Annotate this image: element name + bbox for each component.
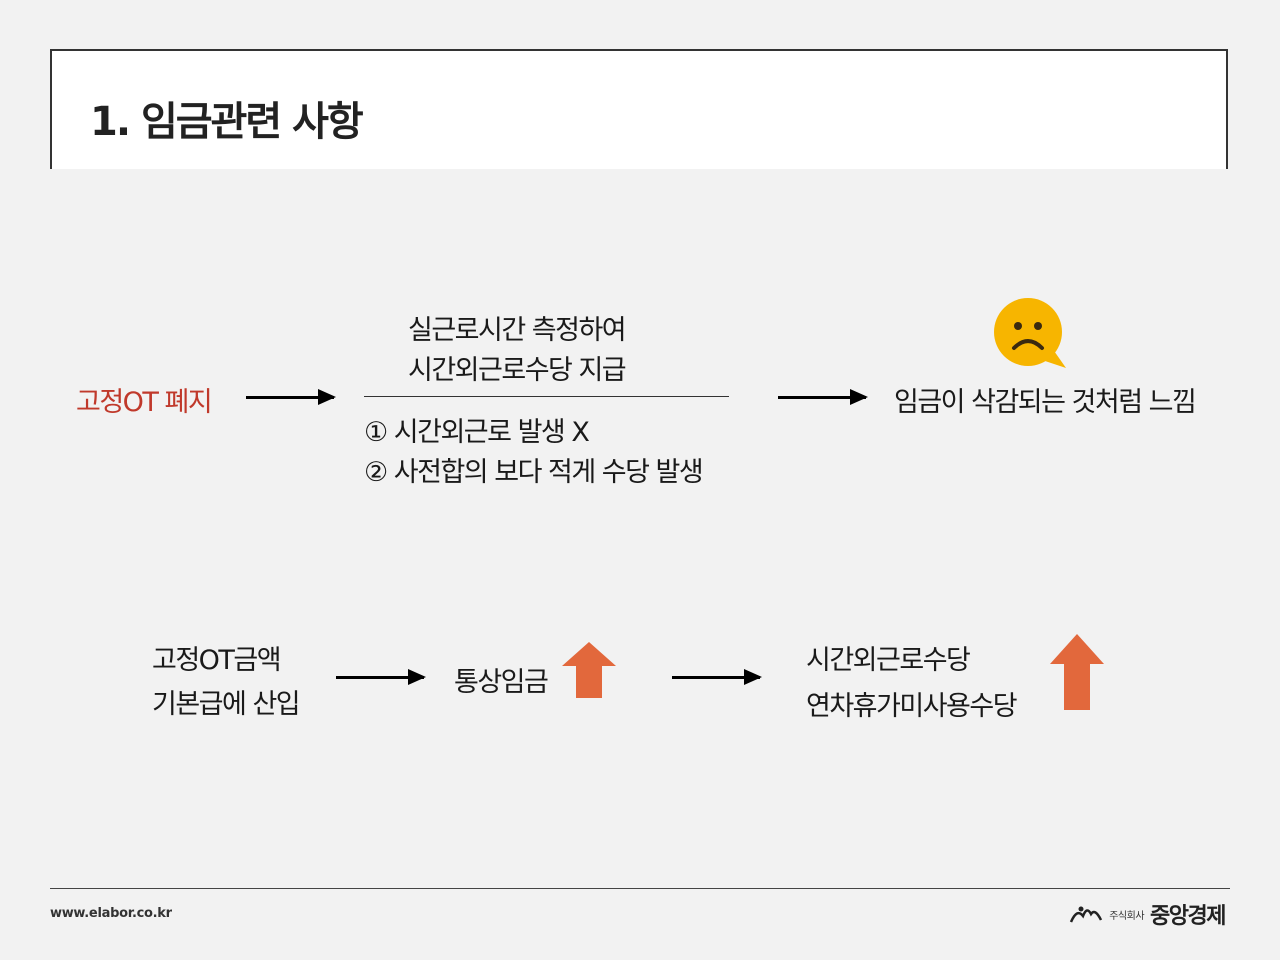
fixed-ot-amount-line-2: 기본급에 산입 <box>152 689 301 720</box>
arrow-right-icon <box>778 389 868 405</box>
wage-cut-feeling-text: 임금이 삭감되는 것처럼 느낌 <box>894 387 1197 418</box>
footer-url: www.elabor.co.kr <box>50 906 172 921</box>
page-title: 1. 임금관련 사항 <box>90 99 364 145</box>
unused-leave-allowance-label: 연차휴가미사용수당 <box>806 691 1018 722</box>
divider <box>364 396 729 397</box>
up-arrow-icon <box>562 642 616 698</box>
title-box: 1. 임금관련 사항 <box>50 49 1228 169</box>
condition-line-2: 시간외근로수당 지급 <box>408 355 627 386</box>
fixed-ot-amount-line-1: 고정OT금액 <box>152 645 282 676</box>
footer-divider <box>50 888 1230 889</box>
result-line-2: ② 사전합의 보다 적게 수당 발생 <box>364 457 704 488</box>
up-arrow-icon <box>1050 634 1104 710</box>
company-logo: 주식회사 중앙경제 <box>1069 898 1226 930</box>
condition-line-1: 실근로시간 측정하여 <box>408 315 627 346</box>
result-line-1: ① 시간외근로 발생 X <box>364 417 590 448</box>
company-type-label: 주식회사 <box>1109 910 1145 922</box>
arrow-right-icon <box>336 669 426 685</box>
arrow-right-icon <box>246 389 336 405</box>
arrow-right-icon <box>672 669 762 685</box>
logo-mark-icon <box>1070 906 1103 923</box>
company-name: 중앙경제 <box>1150 904 1226 929</box>
sad-face-icon <box>994 298 1066 368</box>
ordinary-wage-label: 통상임금 <box>454 667 549 698</box>
overtime-allowance-label: 시간외근로수당 <box>806 645 971 676</box>
fixed-ot-abolition-label: 고정OT 폐지 <box>76 387 213 418</box>
